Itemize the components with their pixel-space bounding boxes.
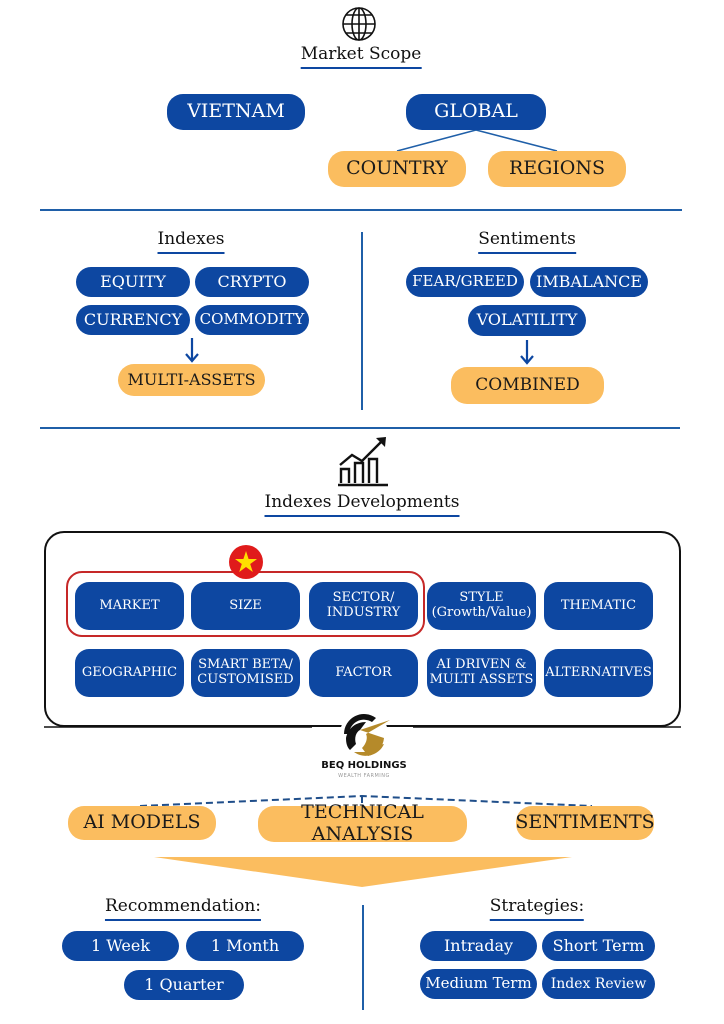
- multi-assets-pill: MULTI-ASSETS: [118, 364, 265, 396]
- development-tile: ALTERNATIVES: [544, 649, 653, 697]
- divider: [362, 905, 364, 1010]
- development-tile: STYLE (Growth/Value): [427, 582, 536, 630]
- recommendation-title: Recommendation:: [104, 896, 262, 921]
- development-tile: SIZE: [191, 582, 300, 630]
- market-scope-title: Market Scope: [300, 44, 422, 69]
- arrow-down-icon: [520, 340, 534, 365]
- volatility-pill: VOLATILITY: [468, 305, 586, 336]
- country-pill: COUNTRY: [328, 151, 466, 187]
- equity-pill: EQUITY: [76, 267, 190, 297]
- globe-icon: [342, 7, 376, 41]
- sentiments-pill: SENTIMENTS: [515, 806, 655, 840]
- indexes-title: Indexes: [157, 229, 225, 254]
- short-term-pill: Short Term: [542, 931, 655, 961]
- divider: [361, 232, 363, 410]
- chart-growth-icon: [338, 437, 388, 487]
- indexes-developments-title: Indexes Developments: [264, 492, 460, 517]
- logo-side-lines: [44, 726, 681, 728]
- global-pill: GLOBAL: [406, 94, 546, 130]
- crypto-pill: CRYPTO: [195, 267, 309, 297]
- combined-pill: COMBINED: [451, 367, 604, 404]
- fear-greed-pill: FEAR/GREED: [406, 267, 524, 297]
- development-tile: AI DRIVEN & MULTI ASSETS: [427, 649, 536, 697]
- technical-analysis-pill: TECHNICAL ANALYSIS: [258, 801, 467, 845]
- arrow-down-icon: [185, 338, 199, 363]
- vietnam-pill: VIETNAM: [167, 94, 305, 130]
- rec-1-quarter-pill: 1 Quarter: [124, 970, 244, 1000]
- development-tile: SMART BETA/ CUSTOMISED: [191, 649, 300, 697]
- development-tile: THEMATIC: [544, 582, 653, 630]
- commodity-pill: COMMODITY: [195, 305, 309, 335]
- strategies-title: Strategies:: [489, 896, 585, 921]
- global-connector-lines: [396, 129, 558, 152]
- development-tile: GEOGRAPHIC: [75, 649, 184, 697]
- rec-1-week-pill: 1 Week: [62, 931, 179, 961]
- imbalance-pill: IMBALANCE: [530, 267, 648, 297]
- regions-pill: REGIONS: [488, 151, 626, 187]
- development-tile: SECTOR/ INDUSTRY: [309, 582, 418, 630]
- funnel-arrow: [154, 857, 572, 887]
- intraday-pill: Intraday: [420, 931, 537, 961]
- logo-name: BEQ HOLDINGS: [321, 760, 407, 771]
- vietnam-flag-star-icon: [229, 545, 263, 579]
- divider: [40, 209, 682, 211]
- divider: [40, 427, 680, 429]
- logo-tagline: WEALTH FARMING: [338, 773, 390, 779]
- development-tile: FACTOR: [309, 649, 418, 697]
- sentiments-title: Sentiments: [478, 229, 576, 254]
- medium-term-pill: Medium Term: [420, 969, 537, 999]
- rec-1-month-pill: 1 Month: [186, 931, 304, 961]
- currency-pill: CURRENCY: [76, 305, 190, 335]
- ai-models-pill: AI MODELS: [68, 806, 216, 840]
- development-tile: MARKET: [75, 582, 184, 630]
- index-review-pill: Index Review: [542, 969, 655, 999]
- beq-unicorn-logo: [340, 710, 390, 758]
